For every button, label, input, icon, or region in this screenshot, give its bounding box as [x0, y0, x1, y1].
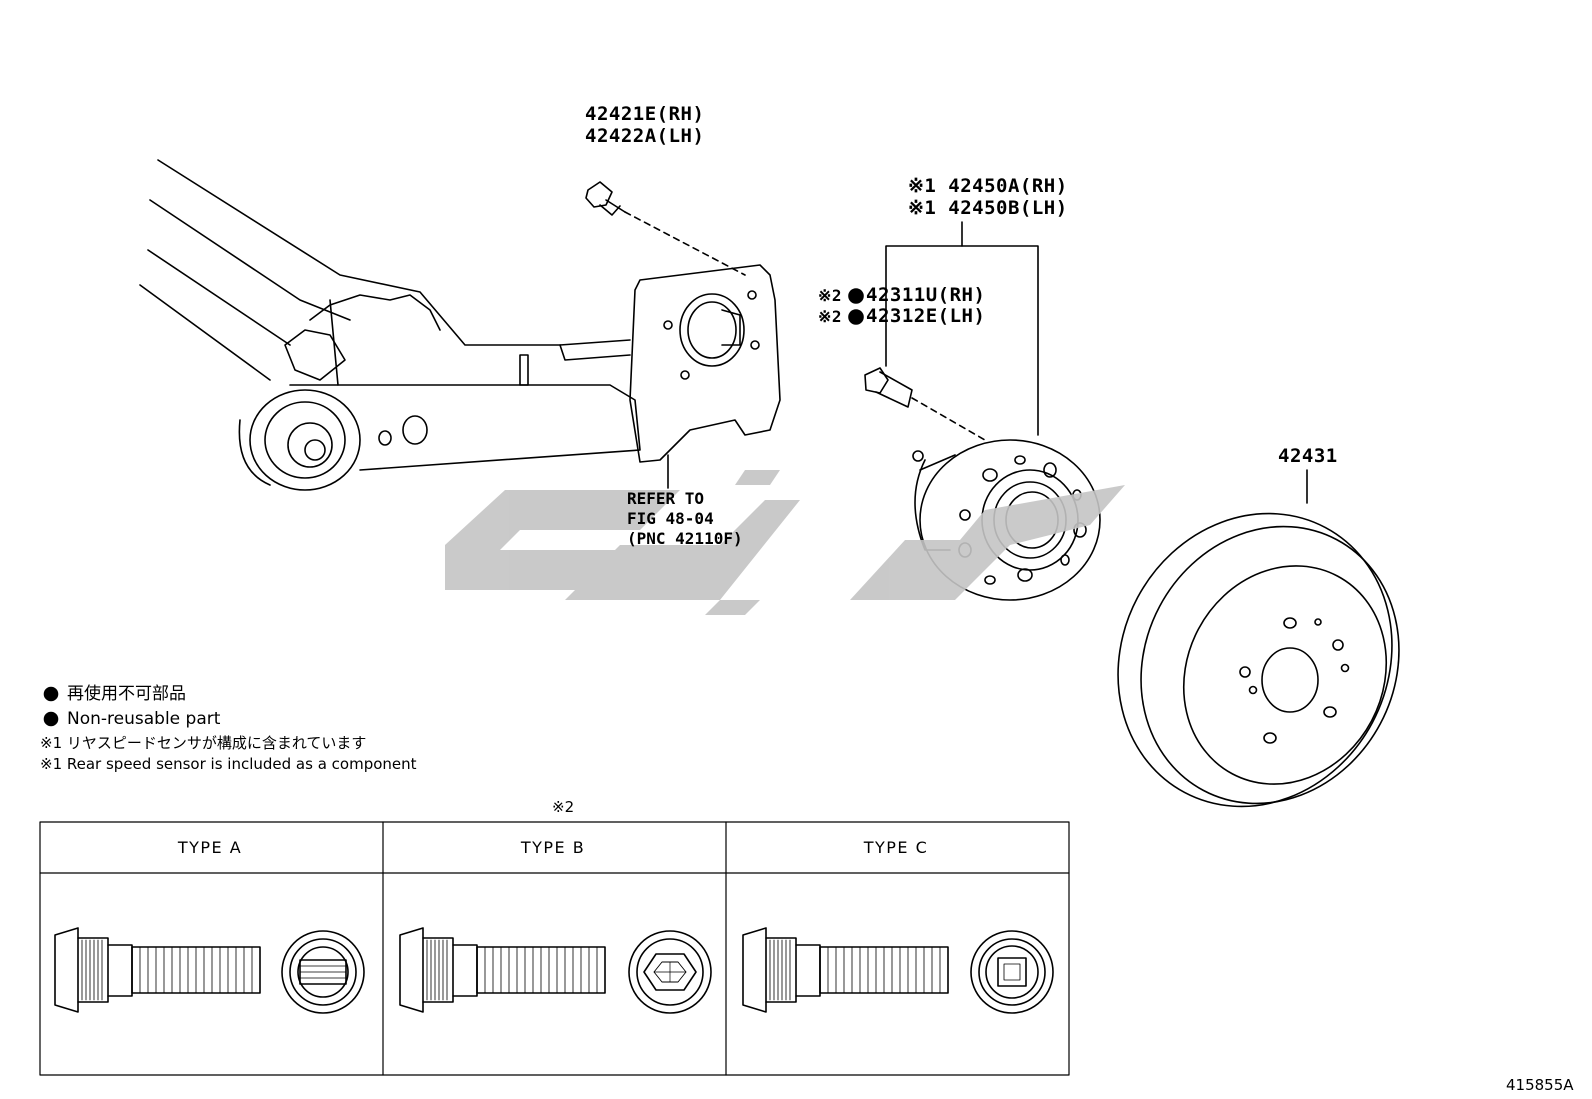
- table-header-type-b: TYPE B: [520, 838, 586, 857]
- stud-type-table: [39, 821, 1070, 1076]
- label-stud-lh: 42312E(LH): [866, 305, 986, 327]
- figure-id: 415855A: [1506, 1076, 1574, 1094]
- label-stud-rh: 42311U(RH): [866, 284, 986, 306]
- label-disc: 42431: [1278, 445, 1338, 467]
- brake-disc-illustration: [1117, 512, 1400, 808]
- label-stud-rh-prefix: ※2: [818, 286, 843, 305]
- label-hub-rh: ※1 42450A(RH): [908, 175, 1068, 197]
- table-header-type-c: TYPE C: [863, 838, 929, 857]
- type-c-stud-illustration: [742, 927, 1054, 1014]
- refer-line-3: (PNC 42110F): [627, 529, 743, 548]
- type-a-stud-illustration: [54, 927, 365, 1014]
- label-bolt-rh: 42421E(RH): [585, 103, 705, 125]
- type-b-stud-illustration: [399, 927, 712, 1014]
- refer-line-2: FIG 48-04: [627, 509, 714, 528]
- table-caption: ※2: [552, 798, 575, 816]
- axle-beam-illustration: [139, 159, 781, 491]
- legend-nonreuse-en: Non-reusable part: [67, 709, 221, 729]
- label-stud-lh-prefix: ※2: [818, 307, 843, 326]
- label-bolt-lh: 42422A(LH): [585, 125, 705, 147]
- leader-stud: [911, 397, 986, 441]
- label-hub-lh: ※1 42450B(LH): [908, 197, 1068, 219]
- hub-stud-illustration: [864, 367, 913, 408]
- flange-bolt-illustration: [585, 181, 626, 216]
- watermark-logo: [445, 470, 1125, 615]
- legend-note1-en: ※1 Rear speed sensor is included as a co…: [40, 755, 417, 773]
- refer-line-1: REFER TO: [627, 489, 705, 508]
- leader-bolt: [624, 211, 746, 276]
- legend-nonreuse-jp: 再使用不可部品: [67, 684, 186, 704]
- legend-note1-jp: ※1 リヤスピードセンサが構成に含まれています: [40, 734, 367, 752]
- table-header-type-a: TYPE A: [177, 838, 243, 857]
